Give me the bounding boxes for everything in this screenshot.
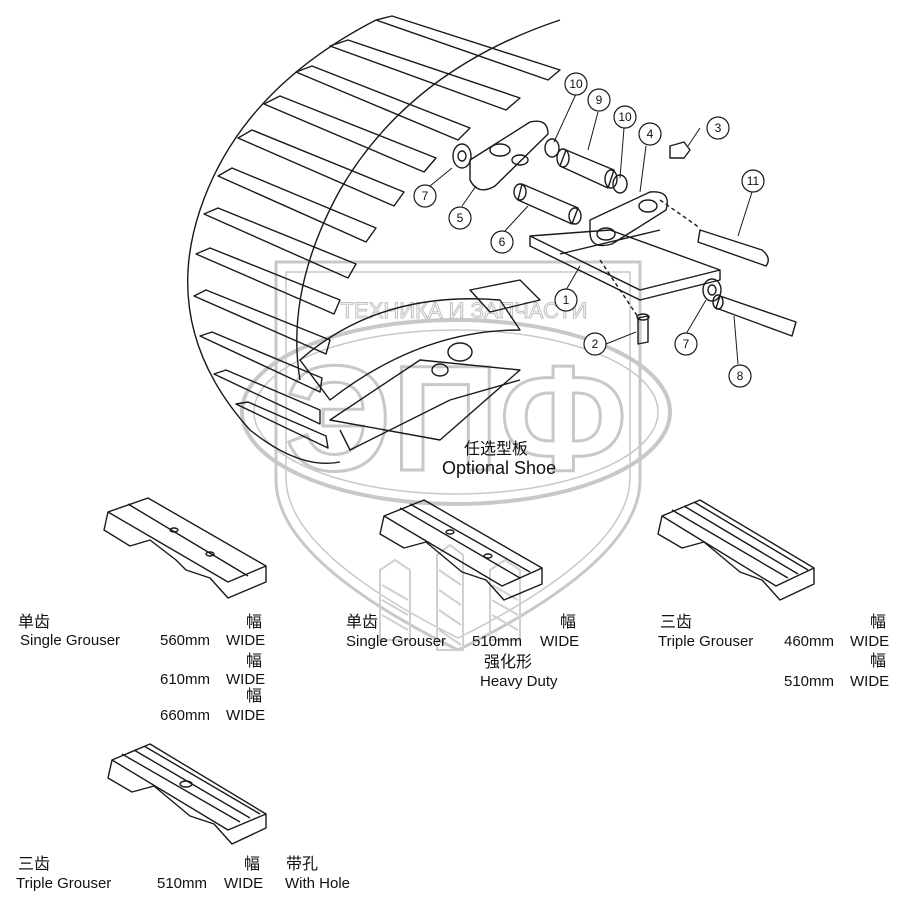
svg-text:6: 6	[499, 235, 506, 249]
exploded-parts	[452, 120, 797, 345]
svg-text:5: 5	[457, 211, 464, 225]
callout-9	[587, 88, 611, 112]
single-heavy-en: Single Grouser	[346, 633, 447, 650]
washer-part-7b	[702, 278, 722, 302]
triple-hole-extra-cn: 带孔	[286, 854, 319, 873]
bolt-part-2	[637, 315, 649, 345]
callout-10a	[564, 72, 588, 96]
optional-shoe-cn: 任选型板	[464, 439, 529, 458]
svg-text:3: 3	[715, 121, 722, 135]
shoe-single-grouser-heavy	[379, 499, 543, 601]
callout-7b	[674, 332, 698, 356]
single-heavy-extra-cn: 强化形	[484, 652, 533, 671]
callout-6	[490, 230, 514, 254]
triple-en: Triple Grouser	[658, 633, 754, 650]
link-part-4	[589, 191, 668, 247]
shoe-triple-grouser	[657, 499, 815, 601]
svg-text:11: 11	[747, 174, 760, 188]
svg-text:4: 4	[647, 127, 654, 141]
single-560-fu-2: 幅	[246, 686, 263, 705]
watermark-bars	[379, 543, 521, 651]
single-560-wide-2: WIDE	[226, 707, 266, 724]
triple-hole-cn: 三齿	[18, 854, 51, 873]
triple-hole-en: Triple Grouser	[16, 875, 112, 892]
single-560-wide-0: WIDE	[226, 632, 266, 649]
callout-1	[554, 288, 578, 312]
pin-part-8	[715, 295, 797, 337]
callout-numbers: 1 2 3 4 5 6 7 7 8 9 10 10 11	[422, 77, 760, 383]
single-560-size-1: 610mm	[160, 671, 211, 688]
callout-2	[583, 332, 607, 356]
shoe-single-grouser-560	[103, 497, 267, 599]
link-part-5	[469, 120, 549, 191]
svg-text:7: 7	[683, 337, 690, 351]
triple-wide-0: WIDE	[850, 633, 890, 650]
triple-hole-fu: 幅	[244, 854, 261, 873]
washer-part-7a	[452, 143, 472, 169]
callout-11	[741, 169, 765, 193]
triple-size-0: 460mm	[784, 633, 835, 650]
callout-4	[638, 122, 662, 146]
single-560-wide-1: WIDE	[226, 671, 266, 688]
optional-shoe-en: Optional Shoe	[442, 458, 557, 478]
callout-10b	[613, 105, 637, 129]
single-560-fu-0: 幅	[246, 612, 263, 631]
single-560-fu-1: 幅	[246, 651, 263, 670]
triple-hole-extra-en: With Hole	[285, 875, 351, 892]
single-heavy-cn: 单齿	[346, 612, 379, 631]
svg-text:7: 7	[422, 189, 429, 203]
pin-part-6	[517, 183, 579, 225]
callout-8	[728, 364, 752, 388]
callouts	[413, 72, 765, 388]
single-560-cn: 单齿	[18, 612, 51, 631]
svg-text:9: 9	[596, 93, 603, 107]
bushing-part-9	[559, 149, 615, 189]
watermark-caption: ТЕХНИКА И ЗАПЧАСТИ	[341, 298, 588, 323]
triple-hole-wide: WIDE	[224, 875, 264, 892]
single-560-en: Single Grouser	[20, 632, 121, 649]
single-560-size-2: 660mm	[160, 707, 211, 724]
svg-text:10: 10	[618, 110, 632, 124]
nut-part-3	[669, 141, 691, 159]
triple-size-1: 510mm	[784, 673, 835, 690]
triple-fu-1: 幅	[870, 651, 887, 670]
single-heavy-extra-en: Heavy Duty	[480, 673, 558, 690]
callout-5	[448, 206, 472, 230]
svg-text:10: 10	[569, 77, 583, 91]
single-heavy-size: 510mm	[472, 633, 523, 650]
single-heavy-fu: 幅	[560, 612, 577, 631]
triple-fu-0: 幅	[870, 612, 887, 631]
triple-hole-size: 510mm	[157, 875, 208, 892]
single-heavy-wide: WIDE	[540, 633, 580, 650]
callout-3	[706, 116, 730, 140]
svg-text:1: 1	[563, 293, 570, 307]
callout-7a	[413, 184, 437, 208]
triple-wide-1: WIDE	[850, 673, 890, 690]
pin-part-11	[697, 229, 769, 267]
single-560-size-0: 560mm	[160, 632, 211, 649]
shoe-triple-grouser-hole	[107, 743, 267, 845]
svg-text:2: 2	[592, 337, 599, 351]
leader-lines	[429, 93, 753, 365]
svg-text:8: 8	[737, 369, 744, 383]
triple-cn: 三齿	[660, 612, 693, 631]
track-chain-assembly	[186, 15, 561, 465]
